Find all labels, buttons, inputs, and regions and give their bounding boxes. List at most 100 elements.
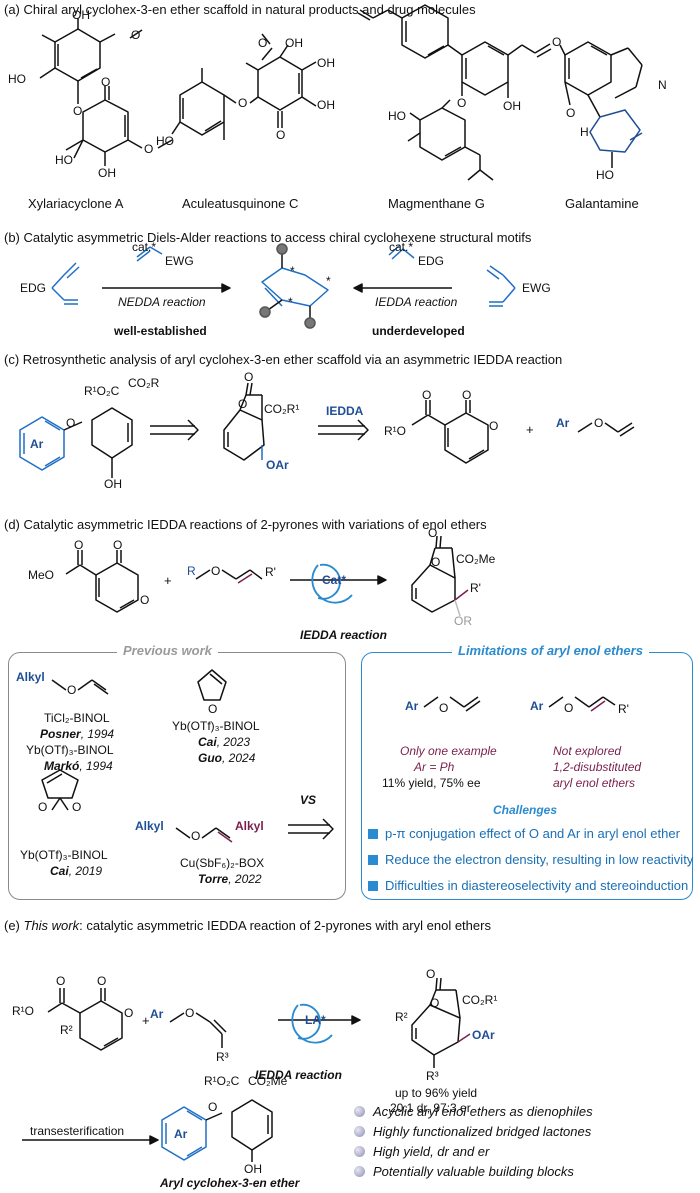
lim-ar-1: Ar	[405, 699, 419, 713]
acu-o: O	[238, 96, 248, 110]
vs-label: VS	[300, 793, 317, 807]
underdeveloped: underdeveloped	[372, 324, 465, 338]
previous-work-box	[8, 652, 346, 900]
e-final-product	[161, 1099, 273, 1162]
prev-cat-2: Yb(OTf)₃-BINOL	[26, 743, 114, 757]
prev-cat-1: TiCl₂-BINOL	[44, 711, 110, 725]
prev-year-3: , 2023	[216, 735, 251, 749]
e-o2: O	[97, 974, 107, 988]
d-enol-o: O	[211, 564, 221, 578]
nedda-label: NEDDA reaction	[118, 295, 206, 309]
lim-ar-2: Ar	[530, 699, 544, 713]
e-enol-o: O	[185, 1006, 195, 1020]
mag-o: O	[457, 96, 467, 110]
prev-dioxole	[41, 769, 79, 811]
prev-cat-4: Yb(OTf)₃-BINOL	[20, 848, 108, 862]
e-prod-r2: R²	[395, 1010, 408, 1024]
prev-alkyl-1: Alkyl	[16, 670, 45, 684]
acu-oh-1: OH	[317, 98, 335, 112]
section-b-title: (b) Catalytic asymmetric Diels-Alder rea…	[4, 230, 532, 245]
left-catalyst: cat.*	[132, 240, 157, 254]
d-catalyst: Cat*	[322, 573, 347, 587]
prev-ref-4: Cai, 2019	[50, 864, 102, 878]
feature-item: Potentially valuable building blocks	[354, 1164, 574, 1179]
d-prod-o1: O	[428, 526, 438, 540]
aculeatusquinone-structure	[171, 33, 317, 140]
edg-label: EDG	[20, 281, 47, 295]
gal-h: H	[580, 125, 589, 139]
prev-cat-3: Yb(OTf)₃-BINOL	[172, 719, 260, 733]
feature-item: High yield, dr and er	[354, 1144, 489, 1159]
e-prod-o2: O	[430, 996, 440, 1010]
xyl-ho: HO	[8, 72, 26, 86]
feature-item: Acyclic aryl enol ethers as dienophiles	[354, 1104, 593, 1119]
acu-oh-2: OH	[317, 56, 335, 70]
d-prod-ester: CO₂Me	[456, 552, 496, 566]
prev-ref-3b: Guo, 2024	[198, 751, 255, 765]
challenge-item: Reduce the electron density, resulting i…	[368, 852, 693, 867]
challenge-item: Difficulties in diastereoselectivity and…	[368, 878, 688, 893]
c-oh: OH	[104, 477, 122, 491]
iedda-diene	[486, 265, 516, 307]
c-plus: +	[526, 422, 534, 437]
nedda-diene	[51, 246, 163, 305]
iedda-label: IEDDA reaction	[375, 295, 458, 309]
lim-rp: R'	[618, 702, 629, 716]
e-prod-ester: CO₂R¹	[462, 993, 498, 1007]
e-final-ester1: R¹O₂C	[204, 1074, 240, 1088]
d-prod-o2: O	[431, 555, 441, 569]
lim-left-3: 11% yield, 75% ee	[382, 776, 481, 790]
c-bridge-o2: O	[238, 397, 248, 411]
cyclohexene-product	[259, 243, 329, 329]
d-o2: O	[113, 538, 123, 552]
limitations-title: Limitations of aryl enol ethers	[452, 643, 649, 658]
c-enol-ar: Ar	[556, 416, 570, 430]
retro-pyrone	[411, 400, 489, 464]
d-catalyst-ring	[311, 563, 353, 604]
xyl-ome: O	[131, 28, 141, 42]
gal-ho: HO	[596, 168, 614, 182]
right-catalyst: cat.*	[389, 240, 414, 254]
lim-left-2: Ar = Ph	[414, 760, 455, 774]
e-plus: +	[142, 1013, 150, 1028]
compound-name-3: Magmenthane G	[388, 196, 485, 211]
well-established: well-established	[114, 324, 207, 338]
prev-author-5: Torre	[198, 872, 229, 886]
prev-ref-2: Markó, 1994	[44, 759, 113, 773]
magmenthane-structure	[357, 4, 552, 181]
prev-o-5: O	[191, 829, 201, 843]
c-bridged-ester: CO₂R¹	[264, 402, 300, 416]
prev-alkyl-right: Alkyl	[235, 819, 264, 833]
c-bridge-o1: O	[244, 370, 254, 384]
e-enol	[169, 1012, 227, 1048]
prev-year-1: , 1994	[80, 727, 115, 741]
ewg-label: EWG	[522, 281, 551, 295]
prev-ref-3: Cai, 2023	[198, 735, 250, 749]
xyl-ome-2: O	[144, 142, 154, 156]
xyl-ho-2: HO	[55, 153, 73, 167]
lim-enol-1	[423, 696, 481, 712]
retro-bridged	[223, 382, 265, 461]
prev-author-3b: Guo	[198, 751, 222, 765]
c-ester-2: CO₂R	[128, 376, 160, 390]
lim-right-3: aryl enol ethers	[553, 776, 636, 790]
e-prod-r3: R³	[426, 1069, 439, 1083]
e-yield: up to 96% yield	[395, 1086, 478, 1100]
prev-year-4: , 2019	[68, 864, 103, 878]
c-pyrone-o1: O	[422, 388, 432, 402]
star-3: *	[288, 295, 293, 309]
e-selectivity: 20:1 dr, 97:3 er	[390, 1101, 471, 1115]
e-r1o: R¹O	[12, 1004, 34, 1018]
xyl-o: O	[73, 104, 83, 118]
e-catalyst-ring	[291, 1003, 333, 1044]
right-edg: EDG	[418, 254, 445, 268]
e-o1: O	[56, 974, 66, 988]
e-final-o: O	[208, 1100, 218, 1114]
acu-ho: HO	[156, 134, 174, 148]
d-enol-r: R	[187, 564, 196, 578]
e-prod-oar: OAr	[472, 1028, 495, 1042]
lim-o-1: O	[439, 701, 449, 715]
challenges-title: Challenges	[493, 803, 558, 817]
retro-enol-ether	[577, 422, 635, 437]
d-product	[411, 535, 469, 617]
